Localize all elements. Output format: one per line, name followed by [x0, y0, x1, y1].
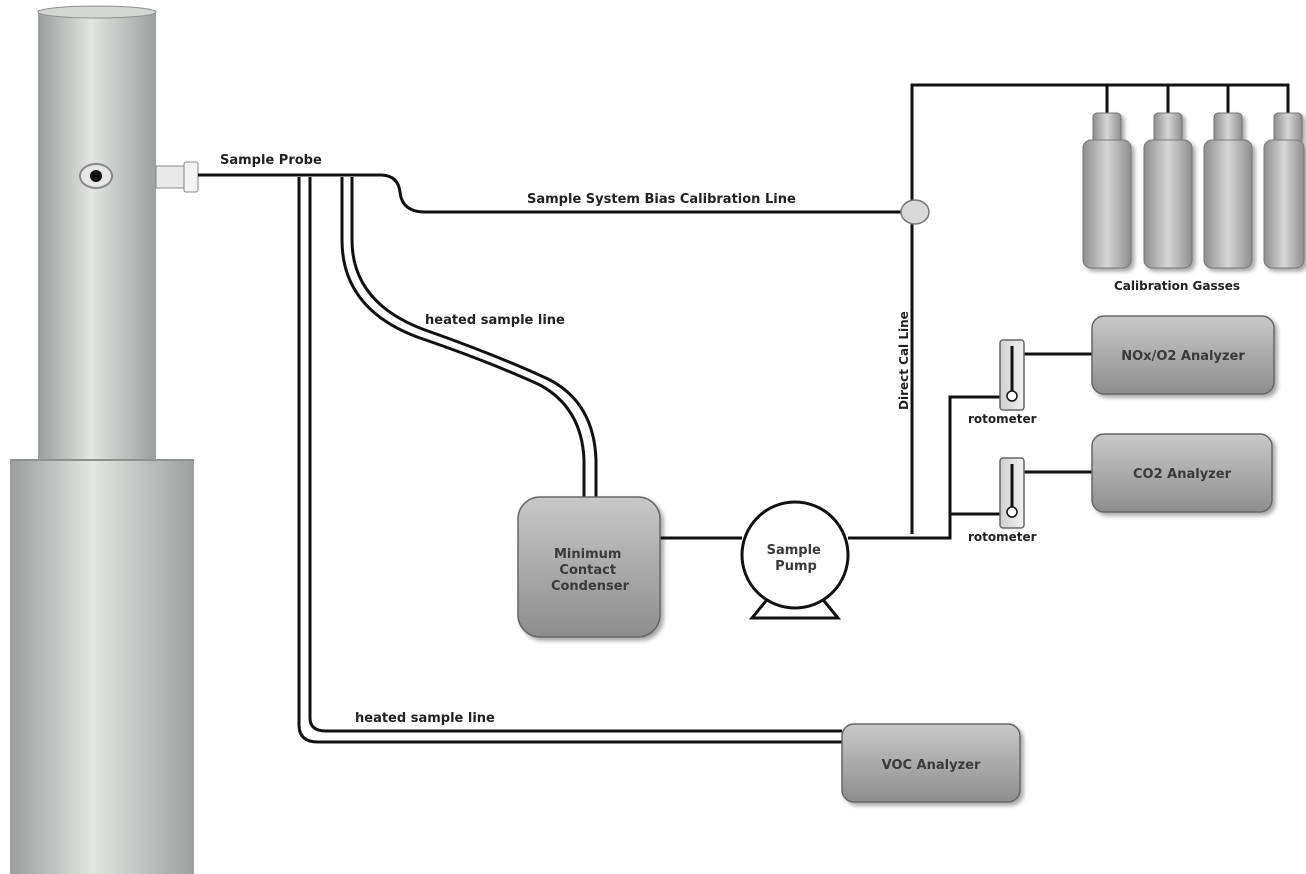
pump-outlet-lines	[660, 352, 1092, 540]
probe-fitting	[183, 161, 199, 193]
heated-line-to-condenser	[340, 177, 598, 497]
rotometer-label-upper: rotometer	[968, 412, 1037, 426]
stack	[10, 5, 199, 874]
condenser-label-line3: Condenser	[551, 579, 630, 594]
condenser-label-line1: Minimum	[554, 547, 621, 562]
heated-line-label-condenser: heated sample line	[425, 313, 565, 328]
sample-pump: Sample Pump	[740, 500, 850, 620]
pump-label-line1: Sample	[767, 543, 821, 558]
co2-analyzer: CO2 Analyzer	[1091, 433, 1273, 513]
voc-analyzer: VOC Analyzer	[841, 723, 1021, 803]
heated-line-label-voc: heated sample line	[355, 711, 495, 726]
bias-calibration-line	[198, 173, 902, 214]
bias-tee-valve	[900, 199, 930, 225]
bias-line-label: Sample System Bias Calibration Line	[527, 192, 796, 207]
calibration-manifold	[910, 83, 1290, 534]
condenser-label-line2: Contact	[559, 563, 616, 578]
gas-bottle	[1203, 112, 1253, 269]
sample-probe-label: Sample Probe	[220, 153, 322, 168]
sample-port-hole	[90, 170, 102, 182]
gas-bottle	[1263, 112, 1305, 269]
direct-cal-line-label: Direct Cal Line	[897, 311, 911, 410]
condenser-box: Minimum Contact Condenser	[517, 496, 661, 638]
svg-text:Sample Pump: Sample Pump	[767, 543, 826, 574]
heated-line-to-voc	[297, 177, 842, 744]
rotometer-lower	[999, 457, 1025, 529]
svg-text:Minimum Contact Co: Minimum Contact Condenser	[551, 547, 630, 594]
nox-o2-analyzer-label: NOx/O2 Analyzer	[1121, 349, 1245, 364]
gas-bottle	[1082, 112, 1132, 269]
co2-analyzer-label: CO2 Analyzer	[1133, 467, 1232, 482]
rotometer-upper	[999, 339, 1025, 411]
rotometer-label-lower: rotometer	[968, 530, 1037, 544]
stack-lower-section	[10, 460, 194, 874]
calibration-gas-bottles	[1082, 112, 1305, 269]
voc-analyzer-label: VOC Analyzer	[882, 758, 981, 773]
gas-bottle	[1143, 112, 1193, 269]
calibration-gasses-label: Calibration Gasses	[1114, 279, 1240, 293]
stack-upper-section	[38, 10, 156, 460]
probe-flange	[155, 165, 185, 189]
stack-top-opening	[37, 5, 157, 19]
nox-o2-analyzer: NOx/O2 Analyzer	[1091, 315, 1275, 395]
pump-label-line2: Pump	[775, 559, 817, 574]
